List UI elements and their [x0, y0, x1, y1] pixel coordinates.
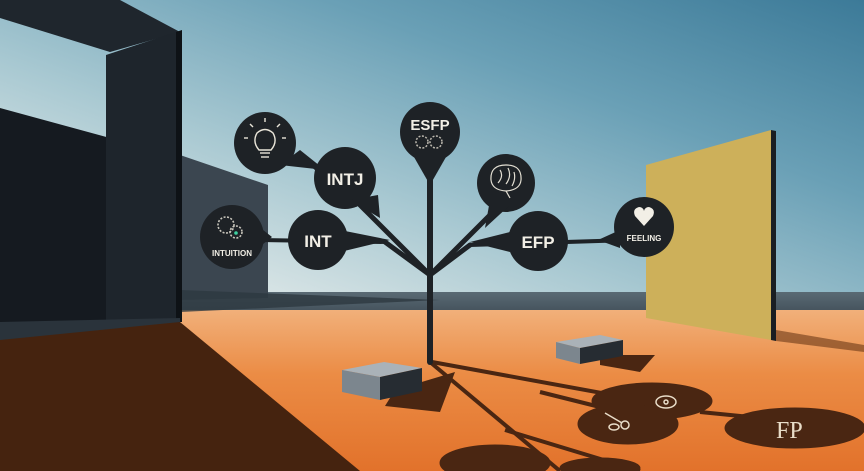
tree-shadow [428, 360, 864, 471]
stone-block-left [342, 362, 422, 377]
node-label-efp: EFP [521, 233, 554, 252]
bubble-int [288, 210, 390, 270]
bubble-efp [470, 211, 568, 271]
stone-block-right [556, 335, 623, 348]
lightbulb-icon [244, 118, 286, 158]
node-label-feeling: FEELING [627, 234, 662, 243]
brain-icon [490, 164, 522, 199]
gear-face-icon [655, 395, 677, 409]
gears-icon [217, 216, 243, 239]
shadow-label-fp: FP [776, 418, 803, 444]
key-gear-icon [604, 412, 630, 431]
bubble-esfp [400, 102, 460, 185]
ground-shadow-left [0, 322, 360, 471]
node-label-intuition: INTUITION [212, 249, 252, 258]
dark-wall-left [0, 108, 110, 330]
node-label-int: INT [304, 232, 332, 251]
bubble-intuition [200, 205, 272, 269]
yellow-wall [646, 130, 771, 340]
bubble-lightbulb [234, 112, 325, 174]
bubble-feeling [598, 197, 674, 257]
dark-frame-top [0, 0, 180, 52]
node-label-intj: INTJ [327, 170, 364, 189]
heart-icon [634, 207, 654, 226]
bubble-intj [314, 147, 380, 218]
esfp-gears-icon [415, 135, 443, 149]
node-label-esfp: ESFP [410, 117, 449, 134]
dark-frame-pillar [106, 32, 180, 322]
